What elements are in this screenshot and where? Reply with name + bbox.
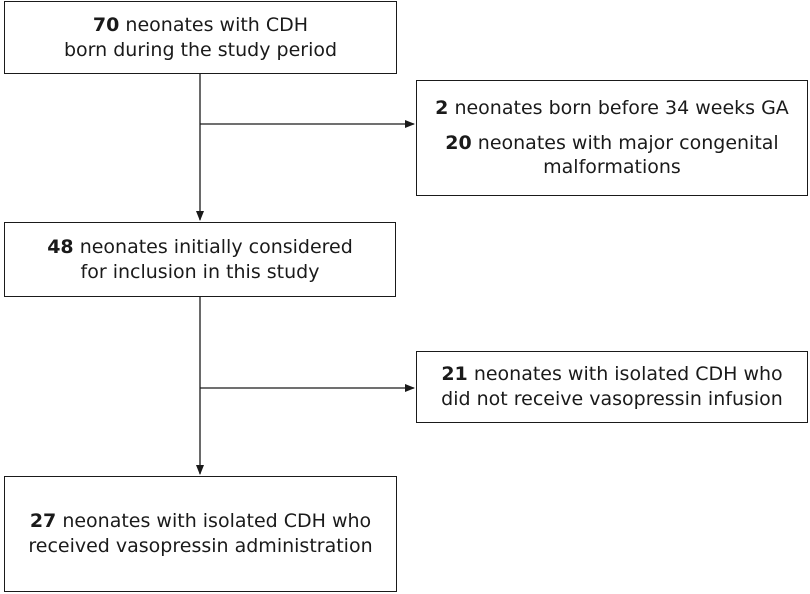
label: neonates with CDH bbox=[125, 13, 309, 36]
count: 2 bbox=[435, 96, 449, 119]
box-excluded-1: 2 neonates born before 34 weeks GA 20 ne… bbox=[416, 80, 808, 196]
label: neonates initially considered bbox=[79, 235, 353, 258]
box-total: 70 neonates with CDH born during the stu… bbox=[4, 1, 397, 74]
count: 27 bbox=[29, 510, 57, 533]
count: 21 bbox=[441, 363, 468, 386]
label: born during the study period bbox=[63, 38, 338, 61]
label: malformations bbox=[543, 156, 681, 179]
count: 70 bbox=[92, 13, 120, 36]
count: 20 bbox=[445, 131, 472, 154]
label: did not receive vasopressin infusion bbox=[441, 388, 783, 410]
label: neonates born before 34 weeks GA bbox=[454, 96, 789, 119]
label: for inclusion in this study bbox=[80, 260, 320, 283]
box-final: 27 neonates with isolated CDH who receiv… bbox=[4, 476, 397, 592]
label: neonates with isolated CDH who bbox=[473, 363, 783, 386]
count: 48 bbox=[47, 235, 74, 258]
box-excluded-2: 21 neonates with isolated CDH who did no… bbox=[416, 351, 808, 423]
label: received vasopressin administration bbox=[28, 535, 373, 557]
box-considered: 48 neonates initially considered for inc… bbox=[4, 222, 396, 297]
label: neonates with isolated CDH who bbox=[62, 510, 372, 533]
label: neonates with major congenital bbox=[477, 131, 779, 154]
